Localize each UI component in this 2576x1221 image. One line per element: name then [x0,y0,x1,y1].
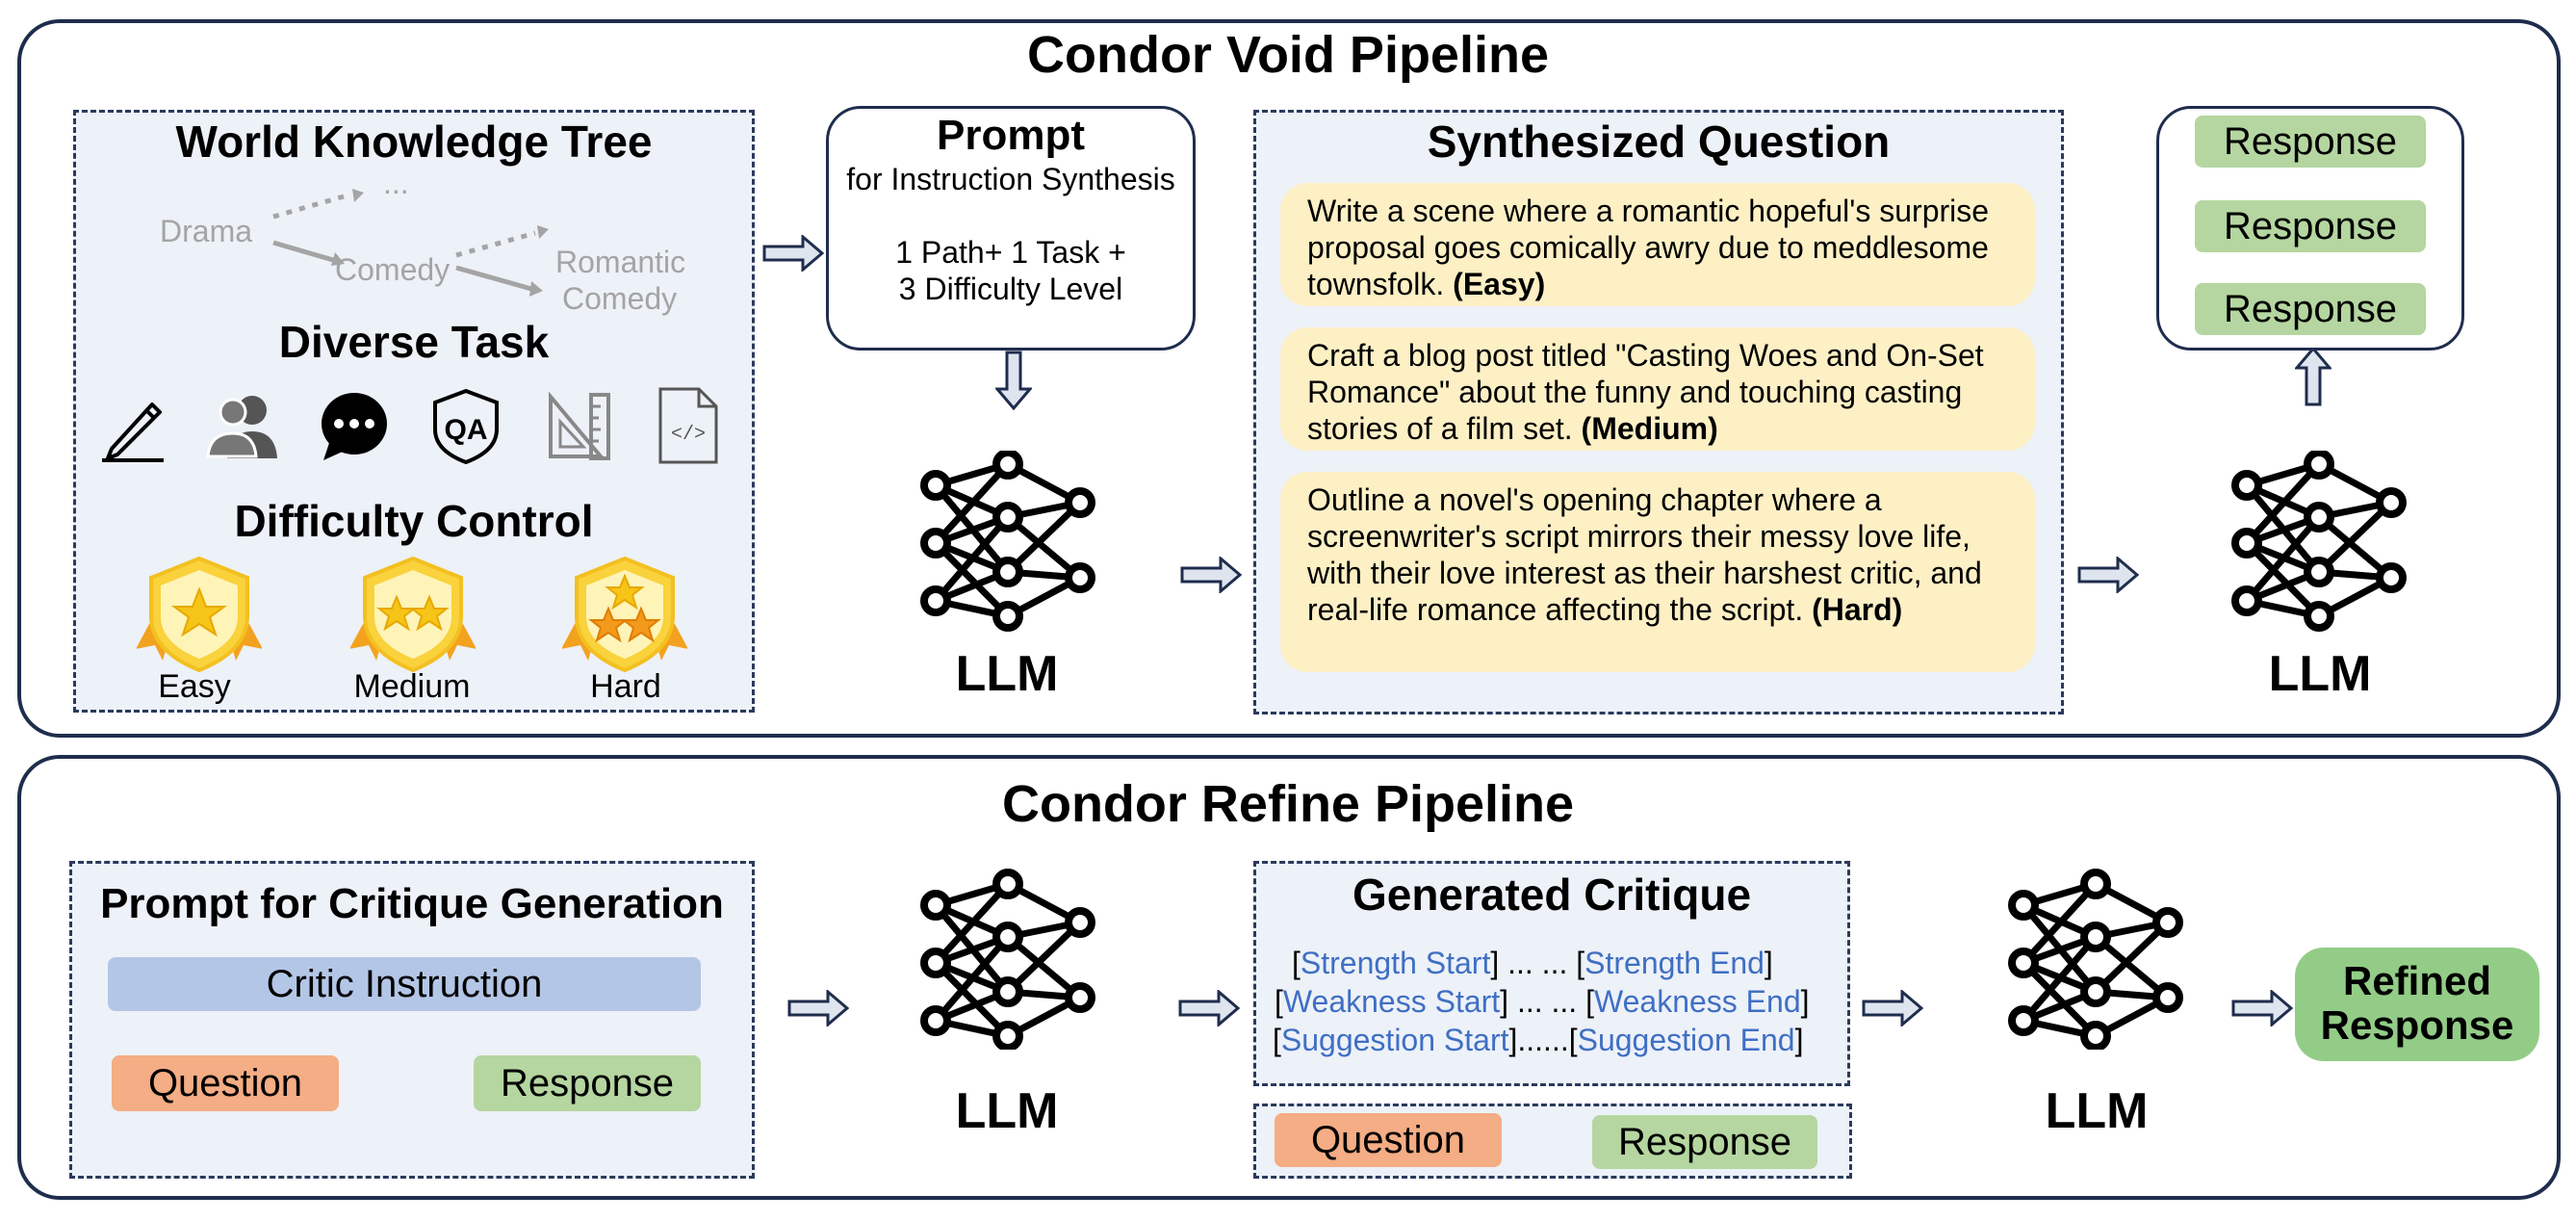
difficulty-control-title: Difficulty Control [234,496,594,546]
knowledge-tree-edges [272,189,549,297]
code-file-icon: </> [658,387,718,464]
prompt-subtitle: for Instruction Synthesis [846,162,1175,196]
llm-label: LLM [2268,646,2372,702]
question-pill: Question [1275,1113,1502,1167]
response-pill: Response [2195,116,2426,168]
pencil-icon [102,403,164,462]
question-pill: Question [112,1055,339,1111]
users-icon [206,396,277,458]
question-medium-text: Craft a blog post titled "Casting Woes a… [1307,338,1984,446]
arrow-llm-to-critique [1178,990,1240,1026]
qa-shield-icon: QA [433,388,499,464]
weakness-start-tag: Weakness Start [1282,984,1501,1019]
ellipsis: ... ... [1516,984,1578,1019]
prompt-line1: 1 Path+ 1 Task + [895,235,1126,270]
tree-node-drama: Drama [160,214,253,248]
ellipsis: ... ... [1507,946,1568,980]
tree-node-ellipsis: ... [383,166,409,200]
tree-node-romantic-comedy: Comedy [562,281,678,316]
diverse-task-title: Diverse Task [278,317,550,367]
critique-weakness-line: [Weakness Start] ... ... [Weakness End] [1275,984,1810,1019]
synthesized-question-title: Synthesized Question [1427,117,1891,167]
ruler-triangle-icon [549,391,610,460]
llm-network-icon [909,451,1101,634]
ellipsis: ...... [1517,1023,1569,1057]
suggestion-end-tag: Suggestion End [1577,1023,1795,1057]
difficulty-hard-label: Hard [590,668,661,705]
medal-medium-icon [350,557,476,672]
knowledge-tree-title: World Knowledge Tree [175,117,653,167]
arrow-llm-to-synth [1180,557,1242,593]
llm-label: LLM [955,646,1059,702]
prompt-line2: 3 Difficulty Level [898,272,1123,306]
critique-prompt-panel [69,861,755,1179]
medal-hard-icon [562,557,687,672]
refine-pipeline-title: Condor Refine Pipeline [1001,775,1575,833]
suggestion-start-tag: Suggestion Start [1280,1023,1509,1057]
prompt-box [826,106,1196,351]
chat-bubble-icon [322,393,387,460]
critique-strength-line: [Strength Start] ... ... [Strength End] [1292,946,1773,980]
arrow-prompt-to-llm [995,351,1032,410]
difficulty-easy-label: Easy [158,668,231,705]
llm-network-icon [909,867,1101,1050]
question-card-medium: Craft a blog post titled "Casting Woes a… [1280,327,2035,451]
arrow-synth-to-llm [2077,557,2139,593]
question-card-easy: Write a scene where a romantic hopeful's… [1280,183,2035,306]
svg-text:QA: QA [445,414,488,446]
arrow-to-prompt [762,235,824,272]
strength-end-tag: Strength End [1584,946,1765,980]
svg-text:</>: </> [671,424,706,446]
tree-node-romantic: Romantic [555,245,686,279]
void-pipeline-title: Condor Void Pipeline [1026,26,1549,84]
tree-node-comedy: Comedy [335,252,451,287]
llm-network-icon [2220,451,2412,634]
critique-suggestion-line: [Suggestion Start]......[Suggestion End] [1273,1023,1804,1057]
question-easy-text: Write a scene where a romantic hopeful's… [1307,194,1990,301]
prompt-title: Prompt [937,112,1085,159]
question-easy-level: (Easy) [1453,267,1546,301]
generated-critique-panel [1253,861,1850,1086]
critic-instruction-bar: Critic Instruction [108,957,701,1011]
arrow-llm-to-responses [2295,347,2331,406]
medal-easy-icon [137,557,262,672]
question-hard-text: Outline a novel's opening chapter where … [1307,482,1982,627]
llm-label: LLM [2045,1083,2149,1139]
refined-response-box: Refined Response [2295,948,2539,1061]
weakness-end-tag: Weakness End [1593,984,1801,1019]
llm-network-icon [1996,867,2189,1050]
critique-prompt-title: Prompt for Critique Generation [100,880,724,927]
response-pill: Response [2195,200,2426,252]
response-pill: Response [474,1055,701,1111]
response-pill: Response [2195,283,2426,335]
difficulty-medium-label: Medium [353,668,471,705]
arrow-critique-to-llm [1862,990,1923,1026]
llm-label: LLM [955,1083,1059,1139]
arrow-llm-to-refined [2231,990,2293,1026]
arrow-prompt-to-llm [787,990,849,1026]
question-medium-level: (Medium) [1581,411,1718,446]
generated-critique-title: Generated Critique [1352,870,1752,920]
question-hard-level: (Hard) [1812,592,1903,627]
strength-start-tag: Strength Start [1300,946,1491,980]
response-pill: Response [1592,1115,1817,1169]
question-card-hard: Outline a novel's opening chapter where … [1280,472,2035,672]
